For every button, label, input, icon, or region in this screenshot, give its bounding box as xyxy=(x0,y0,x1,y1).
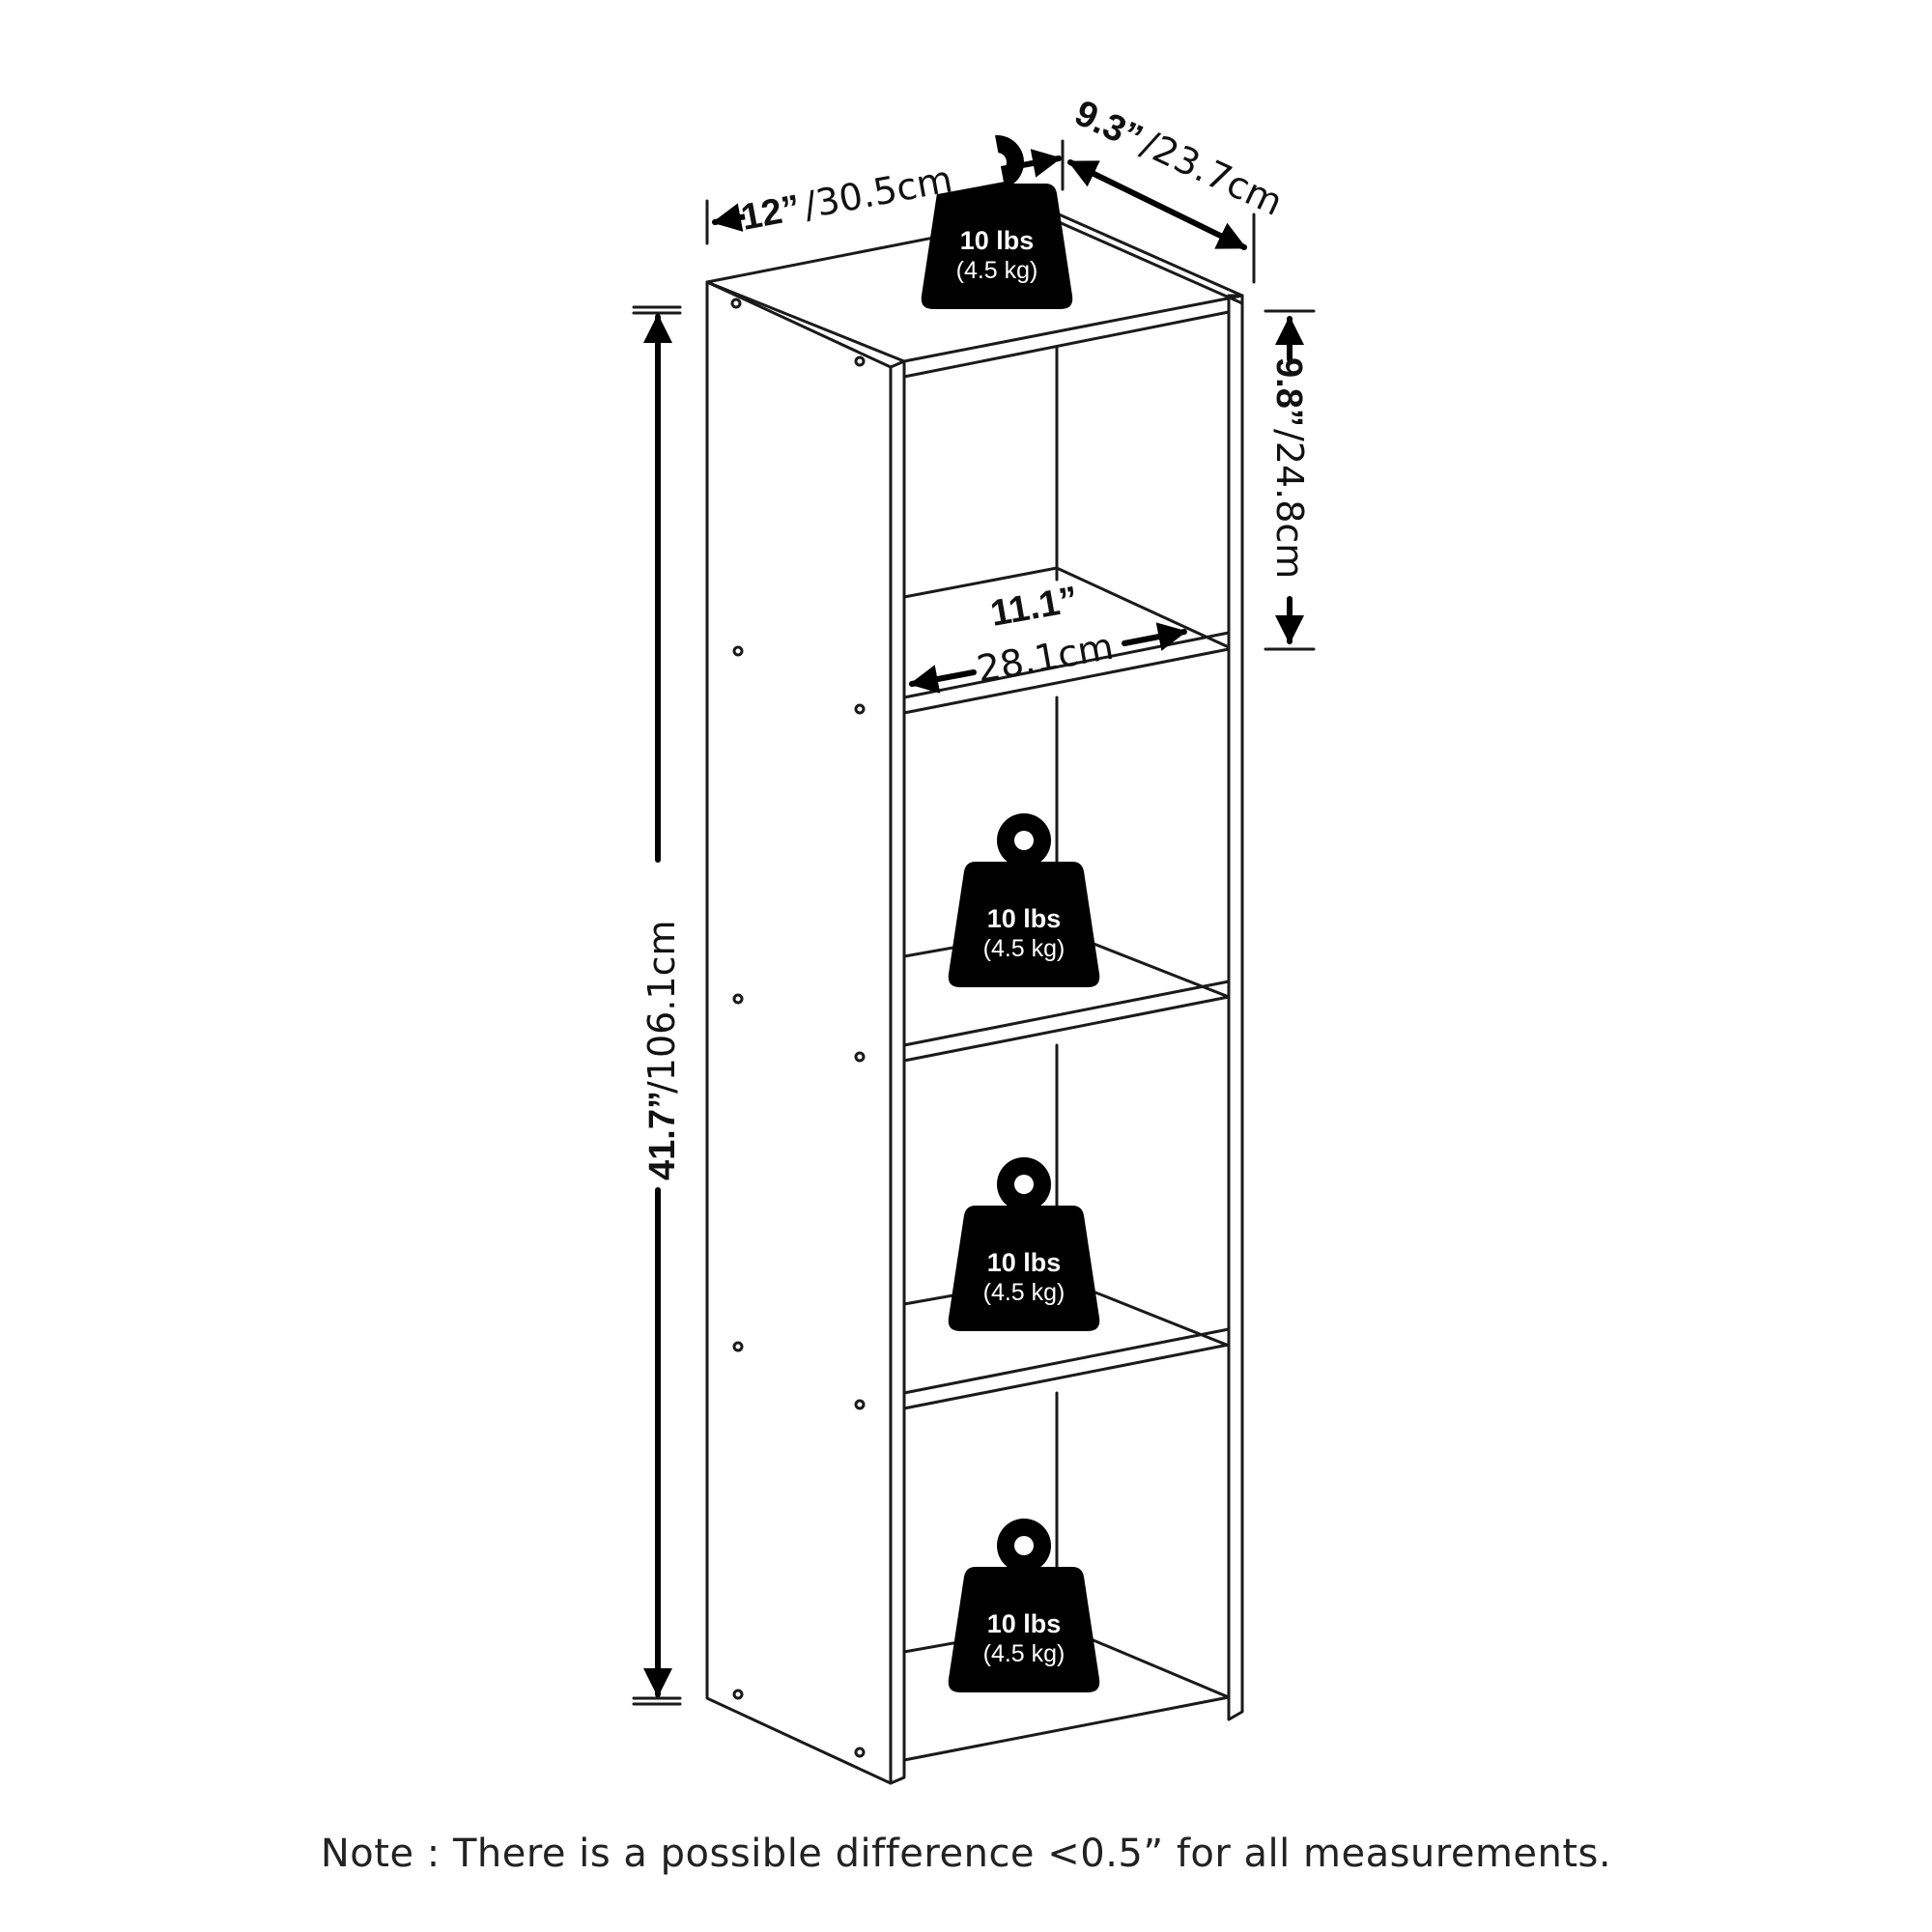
width-dimension: 12” /30.5cm xyxy=(705,125,1065,245)
total-height-cm: /106.1cm xyxy=(640,921,683,1094)
total-height-inches: 41.7” xyxy=(642,1091,683,1180)
weight-badge-2: 10 lbs (4.5 kg) xyxy=(948,813,1100,987)
shelf-width-cm: 28.1cm xyxy=(974,625,1117,691)
shelf-width-dimension: 11.1” 28.1cm xyxy=(909,580,1187,694)
shelf-height-inches: 9.8” xyxy=(1268,357,1309,427)
svg-text:10 lbs: 10 lbs xyxy=(960,226,1035,255)
svg-text:(4.5 kg): (4.5 kg) xyxy=(983,935,1065,962)
depth-inches: 9.3” xyxy=(1068,93,1149,158)
total-height-dimension: 41.7” /106.1cm xyxy=(632,305,683,1706)
screw-holes xyxy=(730,298,866,1758)
svg-text:(4.5 kg): (4.5 kg) xyxy=(956,257,1038,284)
shelf-height-cm: /24.8cm xyxy=(1268,429,1311,579)
svg-text:10 lbs: 10 lbs xyxy=(987,1248,1062,1277)
shelf-height-dimension: 9.8” /24.8cm xyxy=(1264,309,1316,651)
depth-cm: /23.7cm xyxy=(1135,122,1289,224)
bookshelf xyxy=(705,212,1244,1785)
svg-text:10 lbs: 10 lbs xyxy=(987,1609,1062,1638)
left-side-panel xyxy=(705,280,893,1785)
shelf-width-inches: 11.1” xyxy=(987,580,1081,635)
svg-text:(4.5 kg): (4.5 kg) xyxy=(983,1640,1065,1667)
depth-dimension: 9.3” /23.7cm xyxy=(1067,93,1289,284)
measurement-note: Note : There is a possible difference <0… xyxy=(320,1832,1612,1876)
front-edge-left xyxy=(889,359,906,1785)
svg-text:(4.5 kg): (4.5 kg) xyxy=(983,1279,1065,1306)
svg-text:10 lbs: 10 lbs xyxy=(987,904,1062,933)
weight-badge-4: 10 lbs (4.5 kg) xyxy=(948,1519,1100,1692)
right-side-panel xyxy=(1227,294,1244,1721)
weight-badge-3: 10 lbs (4.5 kg) xyxy=(948,1157,1100,1331)
